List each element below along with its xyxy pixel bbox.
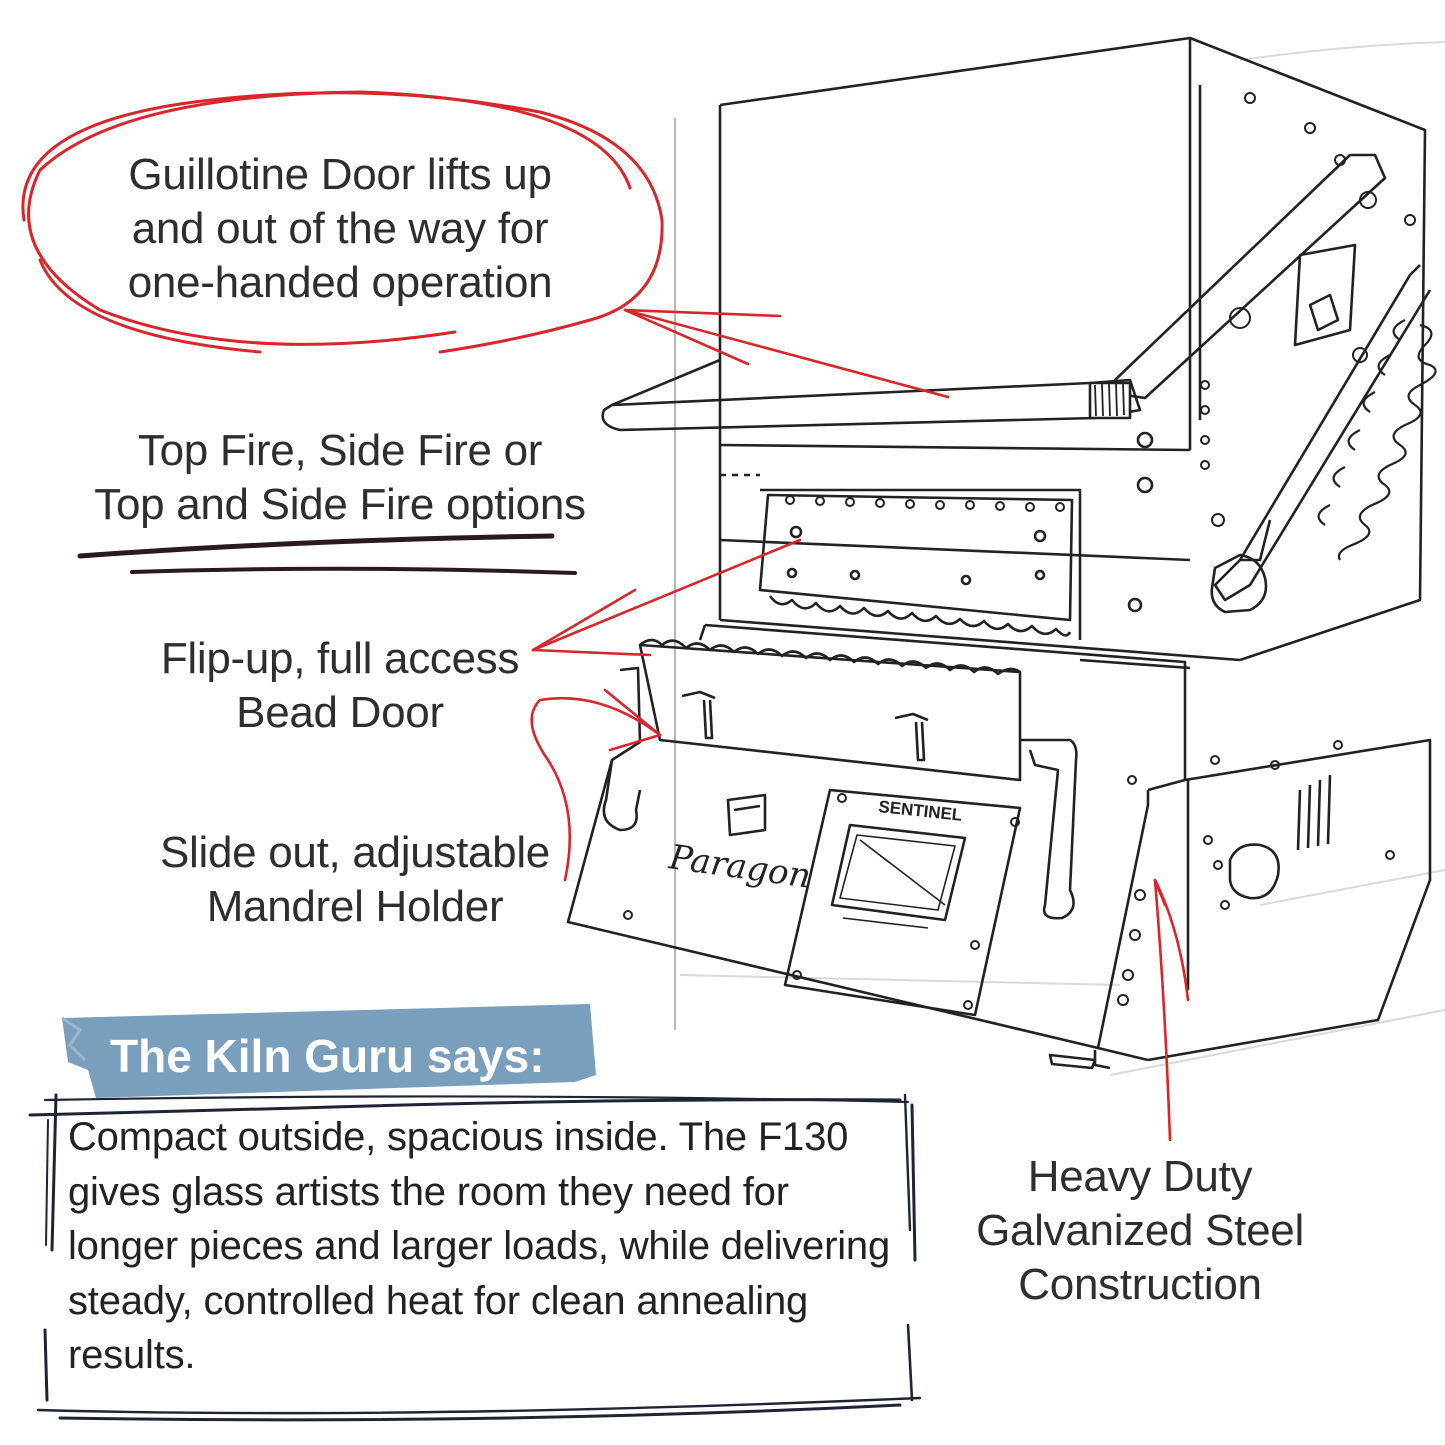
- guillotine-door-callout: Guillotine Door lifts up and out of the …: [127, 150, 553, 307]
- steel-construction-callout: Heavy Duty Galvanized Steel Construction: [976, 1152, 1304, 1309]
- fire-options-callout: Top Fire, Side Fire or Top and Side Fire…: [94, 426, 586, 529]
- guru-banner: [61, 1004, 596, 1098]
- callout-arrows: [530, 308, 1190, 1142]
- mandrel-holder-callout: Slide out, adjustable Mandrel Holder: [160, 828, 550, 931]
- kiln-body: [566, 36, 1437, 1070]
- kiln-brand-logo: Paragon: [666, 837, 813, 897]
- background-lines: [679, 41, 1445, 1076]
- guru-body-text: Compact outside, spacious inside. The F1…: [68, 1115, 891, 1377]
- bead-door-callout: Flip-up, full access Bead Door: [160, 634, 520, 737]
- guru-title: The Kiln Guru says:: [110, 1030, 545, 1082]
- guillotine-highlight-loop: [21, 90, 664, 354]
- guru-box: [28, 1093, 922, 1422]
- fire-options-underline: [77, 533, 577, 575]
